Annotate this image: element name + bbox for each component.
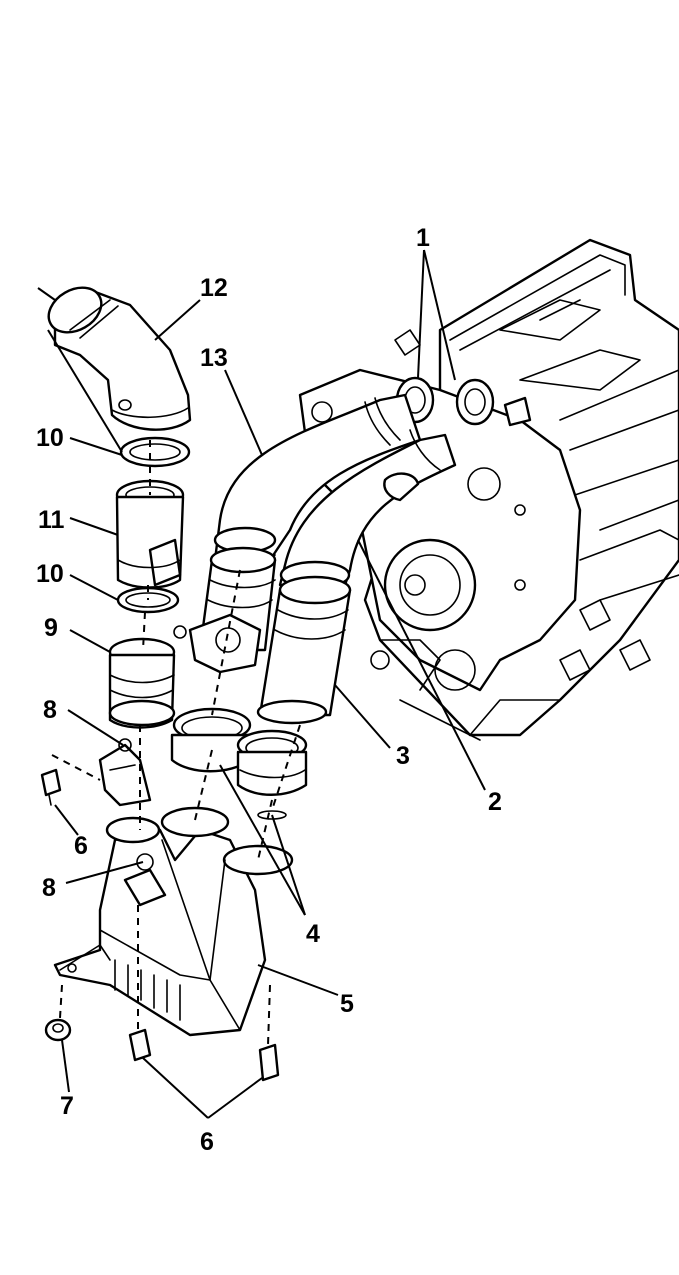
callout-8-upper: 8	[43, 696, 57, 724]
callout-8-lower: 8	[42, 874, 56, 902]
callout-1: 1	[416, 224, 430, 252]
callout-6-lower: 6	[200, 1128, 214, 1156]
callout-10-lower: 10	[36, 560, 64, 588]
outlet-duct-13	[213, 393, 422, 564]
callout-10-upper: 10	[36, 424, 64, 452]
callout-4: 4	[306, 920, 320, 948]
assembly-lines	[51, 440, 301, 1046]
callout-5: 5	[340, 990, 354, 1018]
mass-air-flow-sensor-11	[115, 479, 185, 589]
air-cleaner-housing-5	[53, 806, 294, 1037]
clamp-10-upper	[119, 436, 191, 468]
callout-13: 13	[200, 344, 228, 372]
callout-12: 12	[200, 274, 228, 302]
callout-6-upper: 6	[74, 832, 88, 860]
coupler-hoses-3	[173, 546, 352, 725]
callout-2: 2	[488, 788, 502, 816]
leader-lines	[37, 249, 486, 1119]
callout-7: 7	[60, 1092, 74, 1120]
bracket	[98, 738, 167, 907]
bolt-6-lower-left	[128, 1028, 152, 1062]
callout-9: 9	[44, 614, 58, 642]
clamps-4	[170, 707, 308, 820]
bolt-6-upper	[40, 768, 62, 806]
nut-7	[44, 1018, 72, 1042]
callout-3: 3	[396, 742, 410, 770]
callout-labels: 1 2 3 4 5 6 6 7 8 8 9 10 10 11 12 13	[36, 224, 502, 1156]
bolt-6-lower-right	[258, 1043, 280, 1082]
callout-11: 11	[38, 506, 65, 534]
inlet-elbow-12	[47, 286, 192, 431]
intake-hose-9	[108, 637, 176, 729]
